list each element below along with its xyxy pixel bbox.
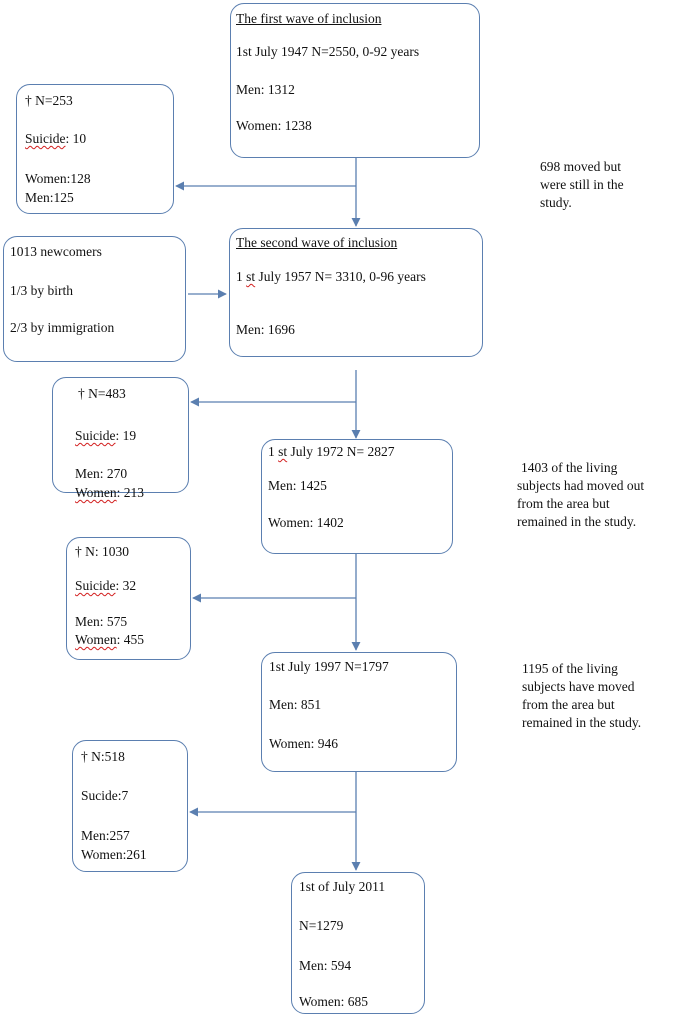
wave2-date-n: 1 st July 1957 N= 3310, 0-96 years <box>236 269 426 285</box>
death4-suicide: Sucide:7 <box>81 788 129 803</box>
note1-line: 698 moved but <box>540 159 621 174</box>
wave3-box <box>261 439 453 554</box>
death3-suicide-value: : 32 <box>115 578 137 593</box>
note2: 1403 of the living subjects had moved ou… <box>517 459 644 531</box>
note1-line: study. <box>540 195 572 210</box>
note1: 698 moved but were still in the study. <box>540 158 624 212</box>
death2-suicide-word: Suicide <box>75 428 116 443</box>
death2-women-word: Women <box>75 485 117 500</box>
newcomers-box <box>3 236 186 362</box>
wave4-men: Men: 851 <box>269 697 322 712</box>
death3-n: † N: 1030 <box>75 544 129 559</box>
wave2-date-b: July 1957 N= 3310, 0-96 years <box>255 269 426 284</box>
wave2-date-a: 1 <box>236 269 247 284</box>
newcomers-immigration: 2/3 by immigration <box>10 320 115 335</box>
newcomers-birth: 1/3 by birth <box>10 283 73 298</box>
death4-men: Men:257 <box>81 828 130 843</box>
wave2-date-st: st <box>246 269 256 284</box>
death1-box <box>16 84 174 214</box>
wave3-women: Women: 1402 <box>268 515 344 530</box>
death2-n: † N=483 <box>78 386 126 401</box>
wave1-box <box>230 3 480 158</box>
wave1-women: Women: 1238 <box>236 118 312 133</box>
death3-suicide-word: Suicide <box>75 578 116 593</box>
death3-women-value: : 455 <box>116 632 145 647</box>
death4-women: Women:261 <box>81 847 147 862</box>
wave4-women: Women: 946 <box>269 736 339 751</box>
death2-women: Women: 213 <box>75 485 144 501</box>
wave5-n: N=1279 <box>299 918 344 933</box>
newcomers-count: 1013 newcomers <box>10 244 102 259</box>
death2-box <box>52 377 189 493</box>
note3-line: remained in the study. <box>522 715 642 730</box>
note3-line: subjects have moved <box>522 679 635 694</box>
wave3-date-b: July 1972 N= 2827 <box>287 444 395 459</box>
wave1-title: The first wave of inclusion <box>236 11 382 26</box>
wave3-date-st: st <box>278 444 288 459</box>
note2-line: remained in the study. <box>517 514 637 529</box>
death1-suicide-value: : 10 <box>65 131 87 146</box>
death2-women-value: : 213 <box>116 485 145 500</box>
wave5-date: 1st of July 2011 <box>299 879 386 894</box>
note2-line: subjects had moved out <box>517 478 645 493</box>
death3-suicide: Suicide: 32 <box>75 578 136 594</box>
wave2-title: The second wave of inclusion <box>236 235 398 250</box>
note1-line: were still in the <box>540 177 624 192</box>
note2-line: from the area but <box>517 496 610 511</box>
wave3-date-a: 1 <box>268 444 279 459</box>
wave1-men: Men: 1312 <box>236 82 295 97</box>
death4-box <box>72 740 188 872</box>
death3-women-word: Women <box>75 632 117 647</box>
wave3-men: Men: 1425 <box>268 478 327 493</box>
death1-n: † N=253 <box>25 93 73 108</box>
wave2-men: Men: 1696 <box>236 322 295 337</box>
note2-line: 1403 of the living <box>521 460 618 475</box>
wave5-women: Women: 685 <box>299 994 369 1009</box>
wave4-box <box>261 652 457 772</box>
death2-suicide-value: : 19 <box>115 428 137 443</box>
death3-box <box>66 537 191 660</box>
death2-men: Men: 270 <box>75 466 128 481</box>
death1-women: Women:128 <box>25 171 91 186</box>
death4-n: † N:518 <box>81 749 125 764</box>
death3-women: Women: 455 <box>75 632 144 648</box>
death3-men: Men: 575 <box>75 614 128 629</box>
note3: 1195 of the living subjects have moved f… <box>522 660 641 732</box>
wave4-date-n: 1st July 1997 N=1797 <box>269 659 389 674</box>
note3-line: from the area but <box>522 697 615 712</box>
wave2-box <box>229 228 483 357</box>
death1-men: Men:125 <box>25 190 74 205</box>
wave1-date-n: 1st July 1947 N=2550, 0-92 years <box>236 44 420 59</box>
note3-line: 1195 of the living <box>522 661 618 676</box>
wave5-men: Men: 594 <box>299 958 352 973</box>
wave5-box <box>291 872 425 1014</box>
death2-suicide: Suicide: 19 <box>75 428 136 444</box>
wave3-date-n: 1 st July 1972 N= 2827 <box>268 444 395 460</box>
death1-suicide-word: Suicide <box>25 131 66 146</box>
death1-suicide: Suicide: 10 <box>25 131 86 147</box>
